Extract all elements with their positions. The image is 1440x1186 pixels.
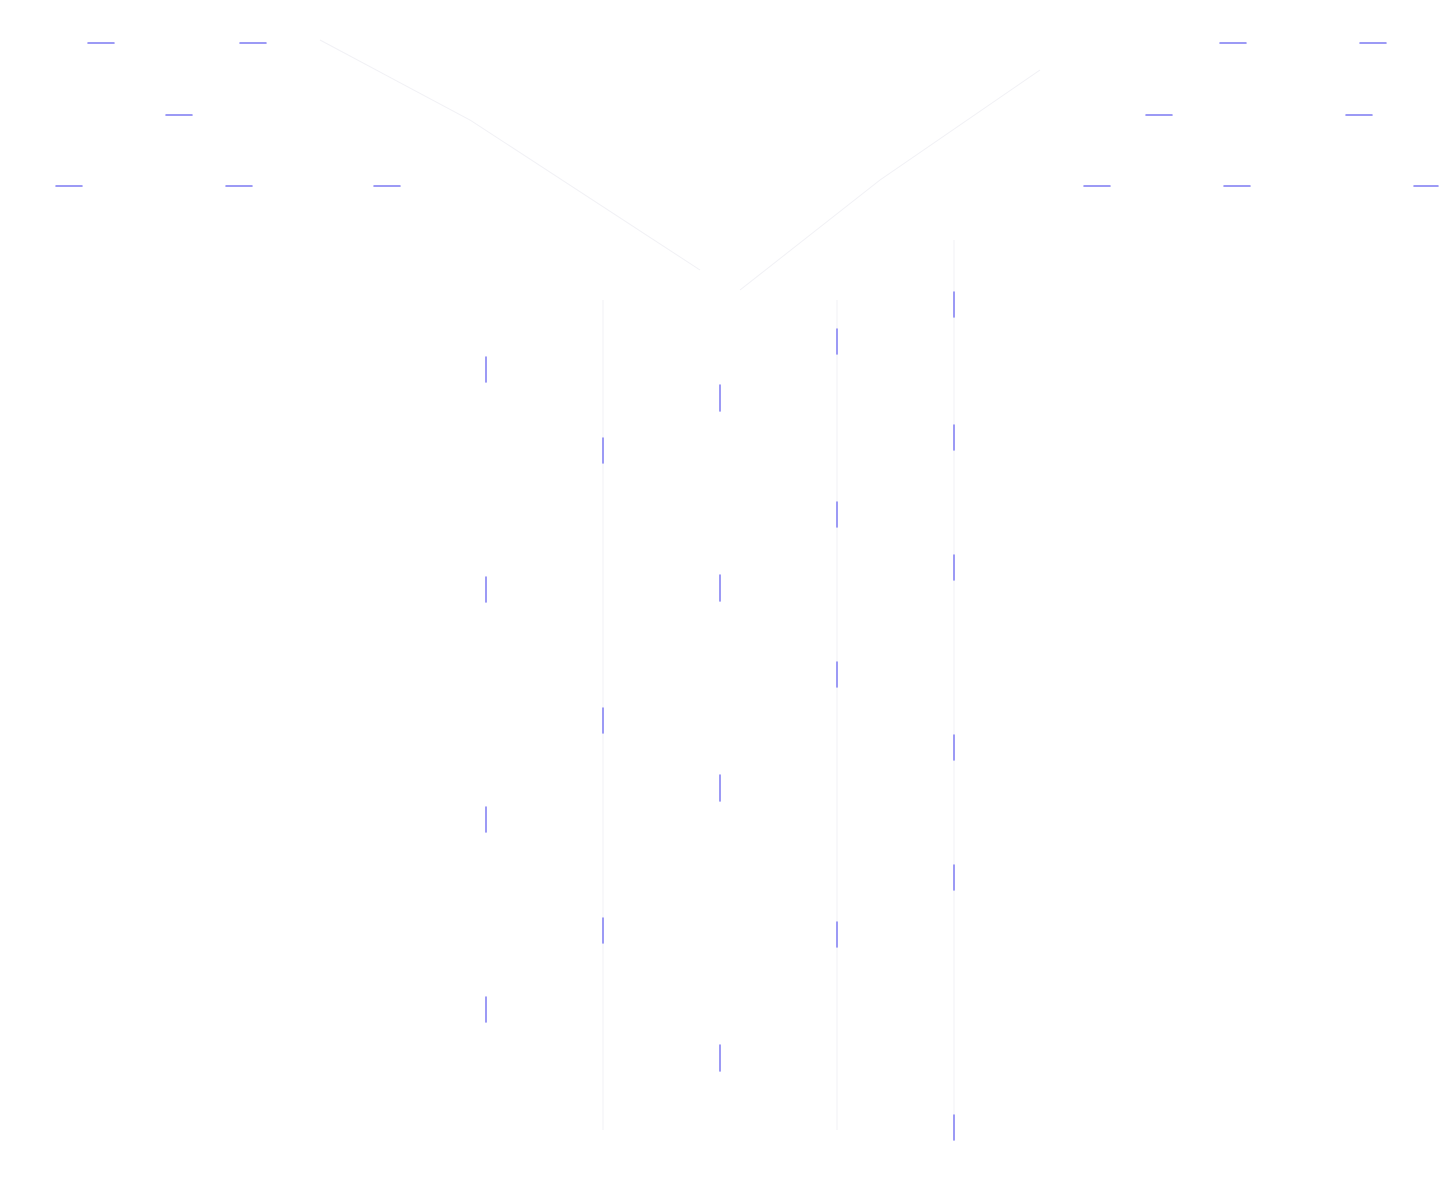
guide-line-right xyxy=(739,69,1041,291)
guide-line-left xyxy=(319,39,701,271)
guide-lines xyxy=(319,39,1041,1140)
streaks-top-left xyxy=(52,39,404,190)
streaks-top-right xyxy=(1080,39,1440,190)
